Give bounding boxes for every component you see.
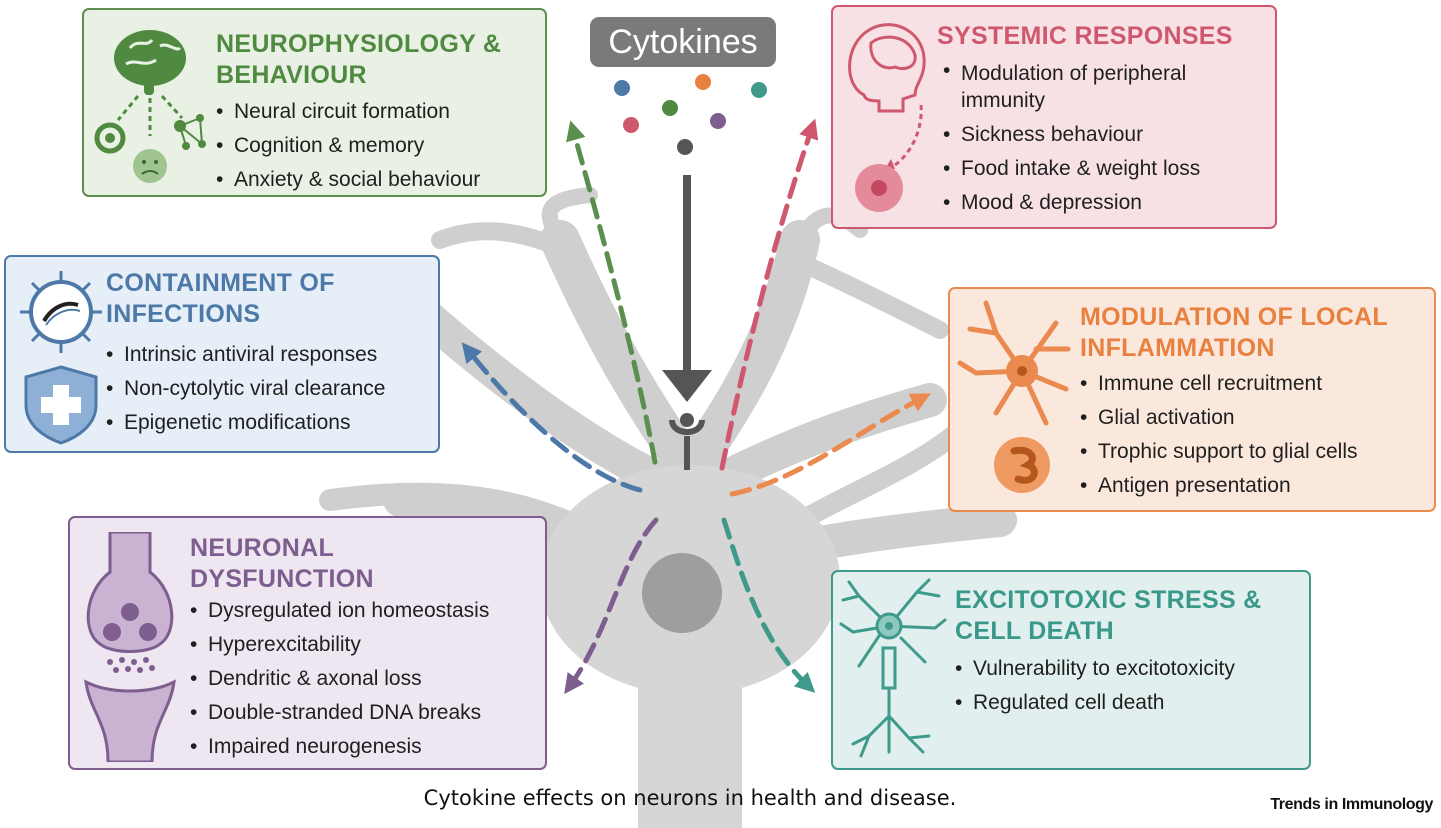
arrow-local-inflammation <box>729 393 931 497</box>
cytokine-dot <box>662 100 678 116</box>
cytokine-dot <box>614 80 630 96</box>
list-item: Hyperexcitability <box>190 628 489 662</box>
list-item: Cognition & memory <box>216 129 480 163</box>
panel-neurophysiology: NEUROPHYSIOLOGY & BEHAVIOUR Neural circu… <box>82 8 547 197</box>
list-item: Immune cell recruitment <box>1080 367 1358 401</box>
head-brain-icon <box>848 23 926 212</box>
cytokine-dots <box>614 74 767 155</box>
arrow-neurophysiology <box>566 120 658 465</box>
list-item: Regulated cell death <box>955 686 1235 720</box>
arrow-dysfunction <box>564 517 659 695</box>
panel-title: MODULATION OF LOCAL INFLAMMATION <box>1080 303 1388 362</box>
list-item: Dendritic & axonal loss <box>190 662 489 696</box>
list-item: Non-cytolytic viral clearance <box>106 372 385 406</box>
panel-excitotoxic-stress: EXCITOTOXIC STRESS & CELL DEATH Vulnerab… <box>831 570 1311 770</box>
figure-caption: Cytokine effects on neurons in health an… <box>423 786 957 810</box>
arrow-systemic <box>719 118 819 471</box>
panel-containment-of-infections: CONTAINMENT OF INFECTIONS Intrinsic anti… <box>4 255 440 453</box>
list-item: Mood & depression <box>943 186 1263 220</box>
list-item: Vulnerability to excitotoxicity <box>955 652 1235 686</box>
panel-list: Dysregulated ion homeostasis Hyperexcita… <box>190 594 489 764</box>
cytokine-dot <box>677 139 693 155</box>
list-item: Antigen presentation <box>1080 469 1358 503</box>
arrow-excitotoxic <box>721 517 816 693</box>
list-item: Intrinsic antiviral responses <box>106 338 385 372</box>
arrow-containment <box>461 342 643 493</box>
panel-title: EXCITOTOXIC STRESS & CELL DEATH <box>955 586 1262 645</box>
panel-title: NEURONAL DYSFUNCTION <box>190 534 374 593</box>
panel-list: Vulnerability to excitotoxicity Regulate… <box>955 652 1235 720</box>
cytokine-dot <box>695 74 711 90</box>
list-item: Sickness behaviour <box>943 118 1263 152</box>
central-arrow <box>662 175 712 402</box>
panel-title: CONTAINMENT OF INFECTIONS <box>106 269 335 328</box>
cytokine-dot <box>623 117 639 133</box>
list-item: Dysregulated ion homeostasis <box>190 594 489 628</box>
brain-network-icon <box>94 30 206 183</box>
receptor-icon <box>669 413 705 470</box>
synapse-icon <box>84 532 176 762</box>
panel-list: Immune cell recruitment Glial activation… <box>1080 367 1358 503</box>
list-item: Anxiety & social behaviour <box>216 163 480 197</box>
cytokines-label: Cytokines <box>590 17 776 67</box>
list-item: Impaired neurogenesis <box>190 730 489 764</box>
virus-shield-icon <box>20 271 102 445</box>
neuron-nucleus <box>642 553 722 633</box>
neuron-outline-icon <box>839 578 947 758</box>
list-item: Modulation of peripheral immunity <box>943 57 1263 118</box>
journal-label: Trends in Immunology <box>1270 796 1433 813</box>
neuron-axon <box>638 650 742 828</box>
list-item: Food intake & weight loss <box>943 152 1263 186</box>
panel-systemic-responses: SYSTEMIC RESPONSES Modulation of periphe… <box>831 5 1277 229</box>
list-item: Epigenetic modifications <box>106 406 385 440</box>
list-item: Double-stranded DNA breaks <box>190 696 489 730</box>
panel-title: SYSTEMIC RESPONSES <box>937 22 1233 50</box>
list-item: Neural circuit formation <box>216 95 480 129</box>
panel-local-inflammation: MODULATION OF LOCAL INFLAMMATION Immune … <box>948 287 1436 512</box>
list-item: Trophic support to glial cells <box>1080 435 1358 469</box>
panel-title: NEUROPHYSIOLOGY & BEHAVIOUR <box>216 30 502 89</box>
list-item: Glial activation <box>1080 401 1358 435</box>
panel-list: Intrinsic antiviral responses Non-cytoly… <box>106 338 385 440</box>
cytokine-dot <box>710 113 726 129</box>
panel-list: Neural circuit formation Cognition & mem… <box>216 95 480 197</box>
cytokine-dot <box>751 82 767 98</box>
panel-neuronal-dysfunction: NEURONAL DYSFUNCTION Dysregulated ion ho… <box>68 516 547 770</box>
glial-cell-icon <box>957 300 1071 493</box>
panel-list: Modulation of peripheral immunity Sickne… <box>943 57 1263 220</box>
